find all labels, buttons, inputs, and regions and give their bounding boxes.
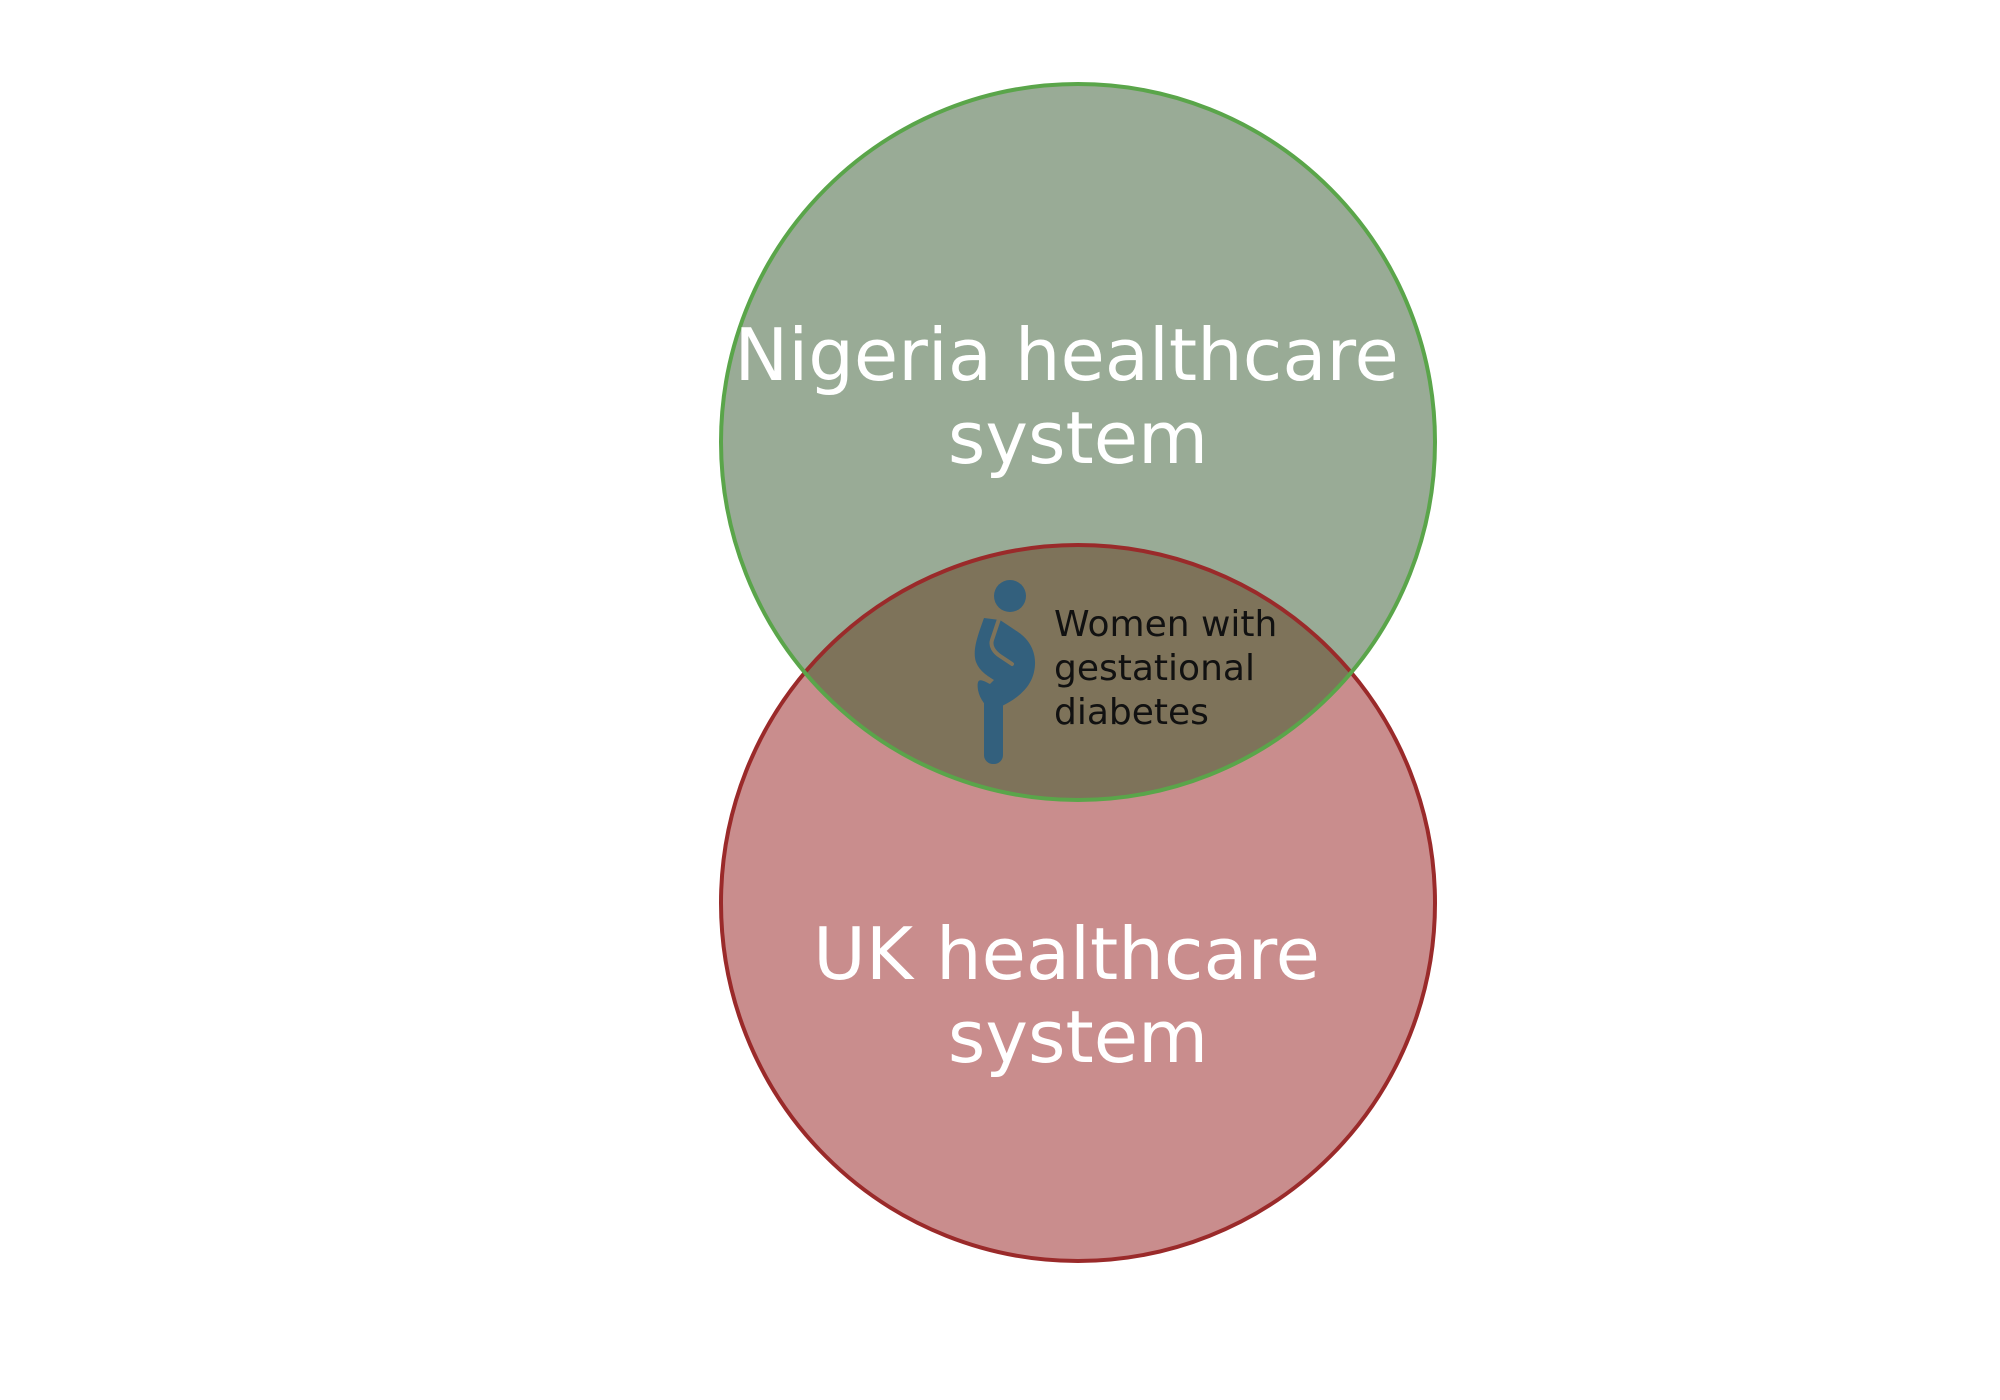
nigeria-label-line2: system — [948, 396, 1208, 480]
uk-label: UK healthcare system — [813, 912, 1343, 1079]
uk-label-line2: system — [948, 995, 1208, 1079]
nigeria-label-line1: Nigeria healthcare — [734, 313, 1398, 397]
uk-label-line1: UK healthcare — [813, 912, 1320, 996]
intersection-label: Women with gestational diabetes — [1054, 604, 1289, 733]
intersection-label-line3: diabetes — [1054, 692, 1209, 733]
nigeria-circle-outline — [719, 82, 1437, 802]
uk-circle-outline — [719, 543, 1437, 1263]
nigeria-label: Nigeria healthcare system — [734, 313, 1421, 480]
intersection-label-line1: Women with — [1054, 604, 1277, 645]
pregnant-woman-icon — [974, 580, 1036, 764]
intersection-region — [721, 545, 1435, 800]
intersection-label-line2: gestational — [1054, 648, 1255, 689]
